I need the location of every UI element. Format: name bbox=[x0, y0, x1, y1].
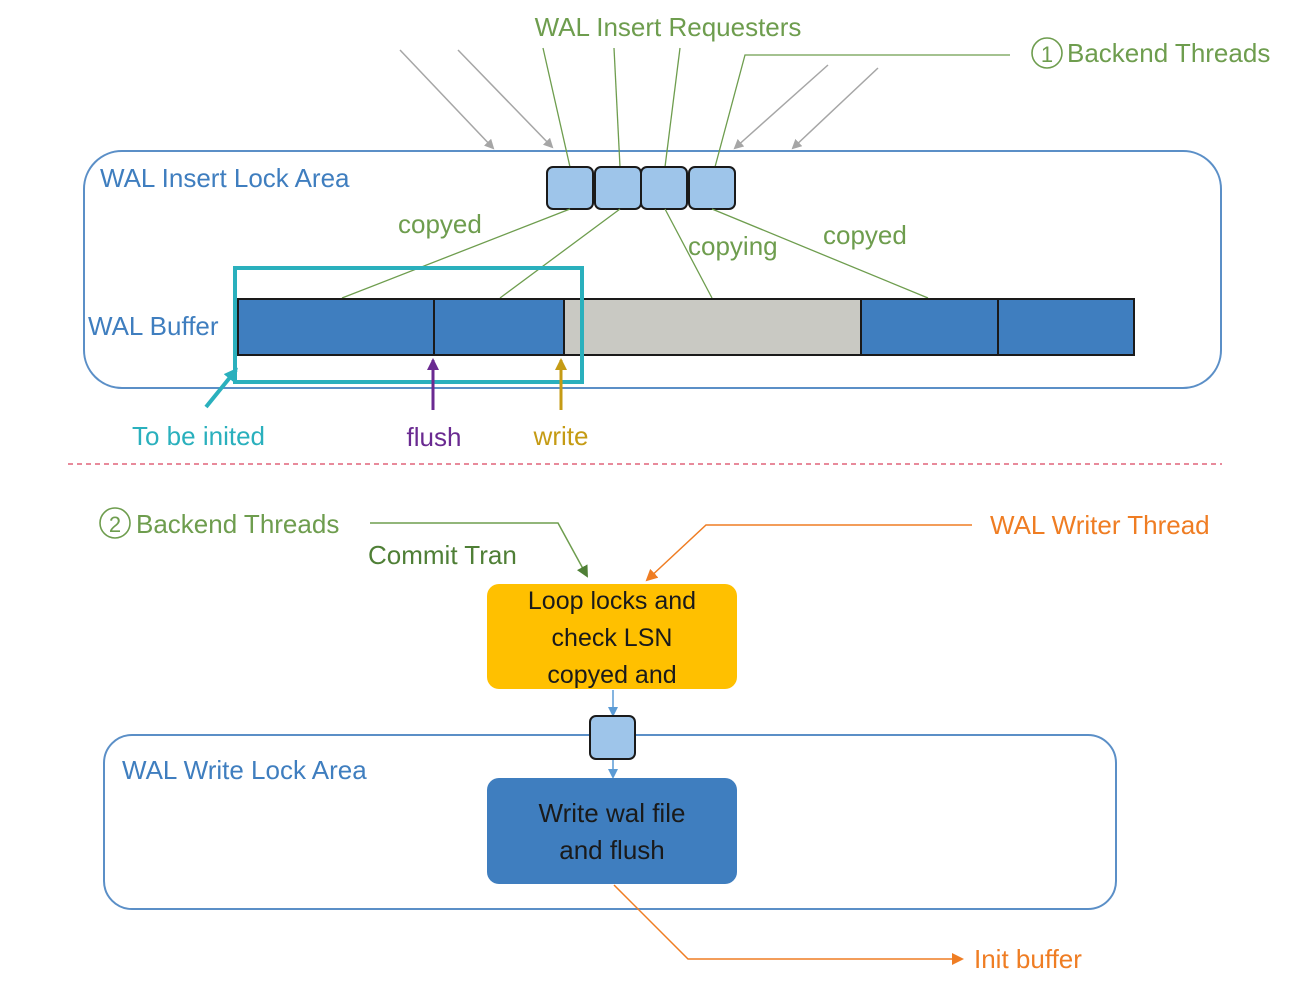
backend-threads-2-label: Backend Threads bbox=[136, 509, 339, 539]
wal-writer-thread-label: WAL Writer Thread bbox=[990, 510, 1210, 540]
copyed-right-label: copyed bbox=[823, 220, 907, 250]
copy-lines bbox=[341, 208, 929, 299]
wal-buffer-label: WAL Buffer bbox=[88, 311, 219, 341]
insert-lock-area-label: WAL Insert Lock Area bbox=[100, 163, 350, 193]
copying-label: copying bbox=[688, 231, 778, 261]
write-box-line-1: Write wal file bbox=[539, 798, 686, 828]
backend-threads-2: 2 Backend Threads bbox=[99, 507, 339, 539]
wal-insert-requesters-label: WAL Insert Requesters bbox=[535, 12, 802, 42]
buffer-page-2 bbox=[433, 298, 565, 356]
init-buffer-arrow bbox=[613, 884, 964, 965]
buffer-page-1 bbox=[237, 298, 435, 356]
init-buffer-label: Init buffer bbox=[974, 944, 1082, 974]
write-box bbox=[487, 778, 737, 884]
insert-lock-3 bbox=[640, 166, 688, 210]
to-be-inited-arrow bbox=[204, 367, 238, 409]
write-box-line-2: and flush bbox=[559, 835, 665, 865]
step-1-number: 1 bbox=[1041, 42, 1053, 67]
writer-arrow bbox=[645, 524, 972, 582]
to-be-inited-frame bbox=[233, 266, 584, 384]
loop-box-line-3: copyed and bbox=[547, 661, 676, 689]
requester-arrows bbox=[399, 49, 879, 150]
write-lock bbox=[589, 715, 636, 760]
requester-lines bbox=[542, 47, 1010, 168]
loop-box-line-1: Loop locks and bbox=[528, 587, 696, 615]
copyed-left-label: copyed bbox=[398, 209, 482, 239]
flush-label: flush bbox=[407, 422, 462, 452]
commit-arrow bbox=[370, 522, 588, 578]
insert-lock-area-frame bbox=[83, 150, 1222, 389]
step-1-circle bbox=[1031, 37, 1063, 69]
wal-buffer bbox=[237, 298, 1135, 356]
buffer-page-5 bbox=[997, 298, 1135, 356]
buffer-page-3 bbox=[563, 298, 862, 356]
to-be-inited-label: To be inited bbox=[132, 421, 265, 451]
buffer-page-4 bbox=[860, 298, 999, 356]
commit-tran-label: Commit Tran bbox=[368, 540, 517, 570]
backend-threads-1: 1 Backend Threads bbox=[1031, 37, 1270, 69]
insert-locks bbox=[546, 166, 736, 210]
insert-lock-4 bbox=[688, 166, 736, 210]
insert-lock-1 bbox=[546, 166, 594, 210]
write-lock-area-label: WAL Write Lock Area bbox=[122, 755, 367, 785]
loop-box-line-2: check LSN bbox=[552, 624, 673, 652]
backend-threads-1-label: Backend Threads bbox=[1067, 38, 1270, 68]
loop-box bbox=[487, 584, 737, 689]
step-2-number: 2 bbox=[109, 512, 121, 537]
write-label: write bbox=[533, 421, 589, 451]
insert-lock-2 bbox=[594, 166, 642, 210]
step-2-circle bbox=[99, 507, 131, 539]
